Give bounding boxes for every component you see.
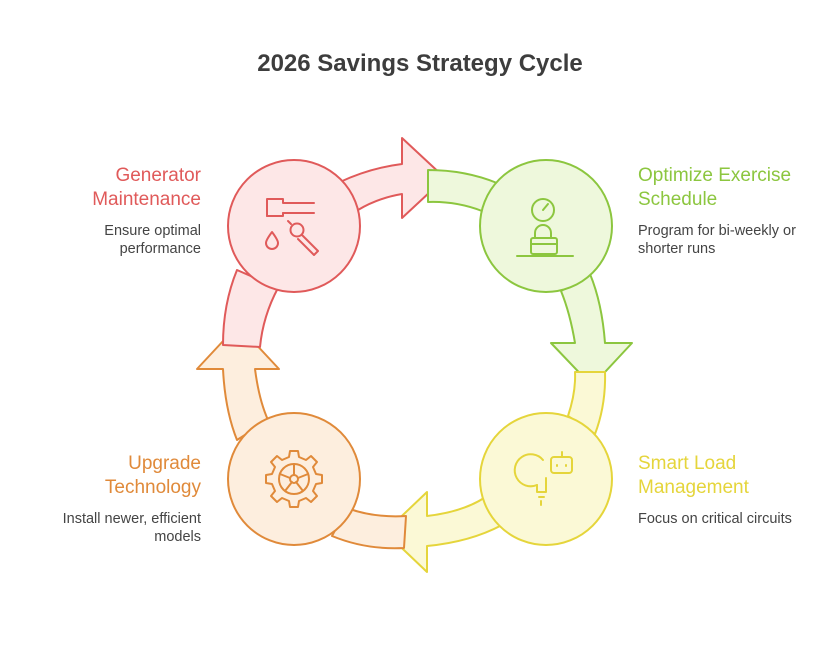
step-description-line: Ensure optimal (104, 223, 201, 239)
step-heading-line: Management (638, 477, 750, 498)
step-heading-line: Upgrade (128, 453, 201, 474)
step-description-line: performance (120, 241, 201, 257)
step-label-generator: Generator Maintenance Ensure optimal per… (92, 165, 201, 257)
step-description-line: Focus on critical circuits (638, 511, 792, 527)
arrow-green (550, 273, 633, 387)
diagram-title: 2026 Savings Strategy Cycle (257, 50, 583, 77)
step-description-line: models (154, 529, 201, 545)
step-description-line: Install newer, efficient (63, 511, 201, 527)
step-circle-generator (227, 159, 361, 293)
step-label-exercise: Optimize Exercise Schedule Program for b… (638, 165, 796, 257)
step-heading-line: Maintenance (92, 189, 201, 210)
step-label-load: Smart Load Management Focus on critical … (638, 453, 792, 527)
step-heading-line: Optimize Exercise (638, 165, 791, 186)
step-heading-line: Smart Load (638, 453, 736, 474)
step-description-line: Program for bi-weekly or (638, 223, 796, 239)
bulb-bot-icon (513, 451, 573, 506)
timer-lock-icon (516, 198, 574, 257)
step-description-line: shorter runs (638, 241, 715, 257)
step-heading-line: Schedule (638, 189, 717, 210)
faucet-wrench-icon (265, 198, 319, 256)
gear-icon (265, 450, 323, 508)
step-circle-load (479, 412, 613, 546)
step-heading-line: Generator (115, 165, 201, 186)
step-label-upgrade: Upgrade Technology Install newer, effici… (63, 453, 202, 545)
step-heading-line: Technology (105, 477, 202, 498)
step-circle-exercise (479, 159, 613, 293)
step-circle-upgrade (227, 412, 361, 546)
